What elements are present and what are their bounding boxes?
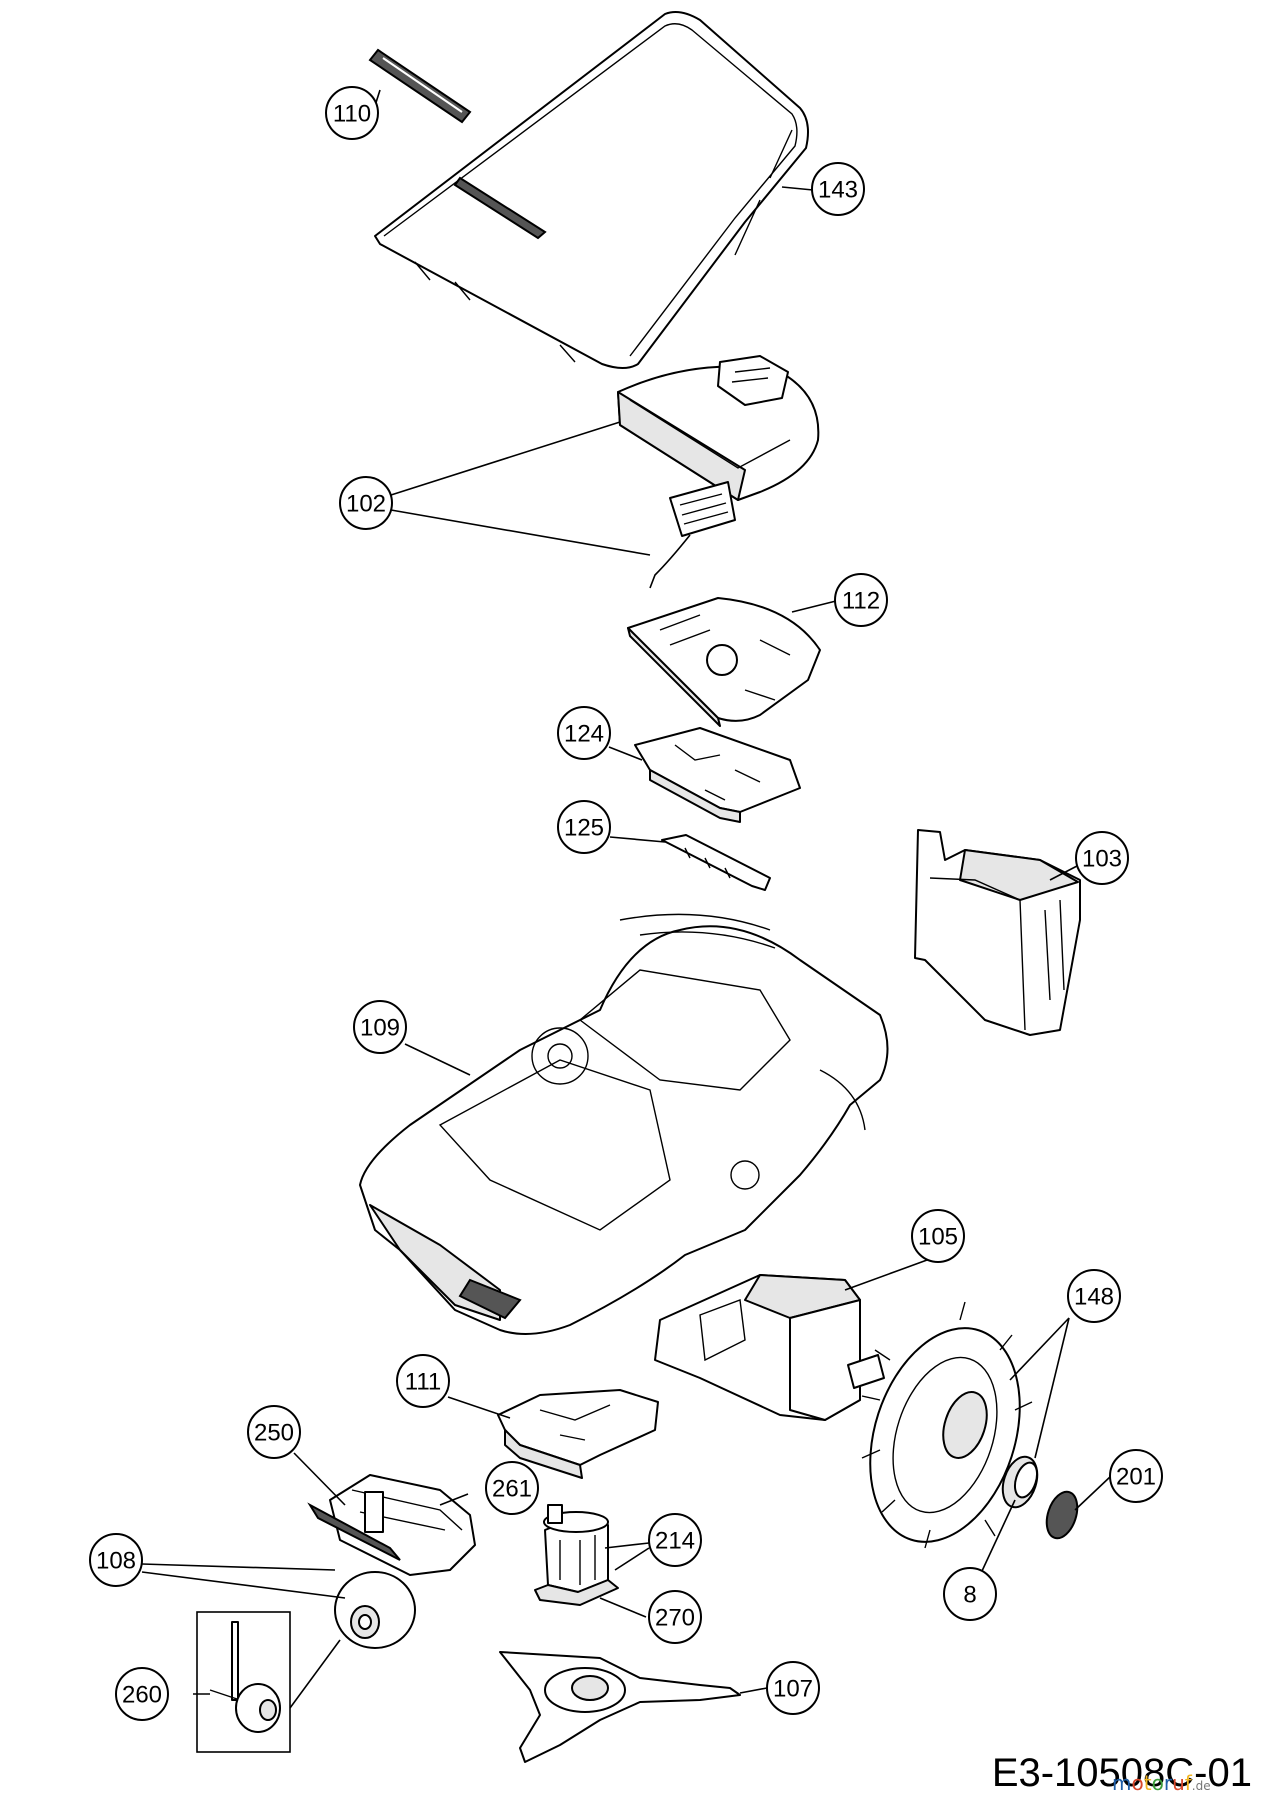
- callout-143: 143: [811, 162, 865, 216]
- callout-label-250: 250: [254, 1420, 294, 1447]
- callout-label-107: 107: [773, 1676, 813, 1703]
- callout-261: 261: [485, 1461, 539, 1515]
- watermark-letter: f: [1185, 1771, 1193, 1795]
- callout-label-8: 8: [963, 1582, 976, 1609]
- front-wheel-drawing: [334, 1571, 416, 1649]
- callout-102: 102: [339, 476, 393, 530]
- front-bracket-drawing: [497, 1389, 659, 1479]
- diagram-code: E3-10508C-01: [992, 1751, 1252, 1795]
- callout-label-270: 270: [655, 1605, 695, 1632]
- top-cover-drawing: [374, 11, 809, 369]
- callout-label-103: 103: [1082, 846, 1122, 873]
- drive-motor-drawing: [654, 1274, 885, 1421]
- battery-box-drawing: [914, 829, 1081, 1036]
- callout-105: 105: [911, 1209, 965, 1263]
- watermark-letter: r: [1164, 1771, 1173, 1795]
- callout-148: 148: [1067, 1269, 1121, 1323]
- callout-label-124: 124: [564, 721, 604, 748]
- watermark-suffix: .de: [1192, 1779, 1211, 1793]
- callout-label-261: 261: [492, 1476, 532, 1503]
- callout-label-143: 143: [818, 177, 858, 204]
- pcb-holder-drawing: [634, 727, 801, 823]
- caster-assembly-drawing: [307, 1474, 476, 1576]
- main-pcb-drawing: [627, 597, 821, 727]
- callout-label-260: 260: [122, 1682, 162, 1709]
- callout-250: 250: [247, 1405, 301, 1459]
- callout-112: 112: [834, 573, 888, 627]
- callout-109: 109: [353, 1000, 407, 1054]
- callout-107: 107: [766, 1661, 820, 1715]
- control-panel-drawing: [617, 355, 820, 589]
- cutting-blade-drawing: [499, 1651, 741, 1763]
- callout-108: 108: [89, 1533, 143, 1587]
- small-bracket-drawing: [661, 834, 771, 891]
- blade-motor-drawing: [534, 1504, 619, 1606]
- wheel-hub-drawing: [1001, 1455, 1039, 1509]
- callout-270: 270: [648, 1590, 702, 1644]
- callout-label-110: 110: [333, 101, 371, 128]
- chassis-body-drawing: [359, 913, 889, 1335]
- leader-lines: [141, 89, 1112, 1709]
- callout-8: 8: [943, 1567, 997, 1621]
- callout-125: 125: [557, 800, 611, 854]
- callout-label-111: 111: [405, 1369, 441, 1396]
- callout-label-125: 125: [564, 815, 604, 842]
- watermark-letter: o: [1152, 1771, 1164, 1795]
- callout-260: 260: [115, 1667, 169, 1721]
- robomow-decal-drawing: [368, 48, 472, 124]
- callout-111: 111: [396, 1354, 450, 1408]
- callout-label-201: 201: [1116, 1464, 1156, 1491]
- callout-label-102: 102: [346, 491, 386, 518]
- drive-wheel-drawing: [861, 1301, 1033, 1549]
- watermark-letter: o: [1131, 1771, 1143, 1795]
- watermark-text: motoruf.de: [1112, 1771, 1211, 1795]
- callout-214: 214: [648, 1513, 702, 1567]
- callout-label-112: 112: [842, 588, 880, 615]
- callout-label-214: 214: [655, 1528, 695, 1555]
- callout-124: 124: [557, 706, 611, 760]
- callout-103: 103: [1075, 831, 1129, 885]
- watermark-letter: m: [1112, 1771, 1131, 1795]
- callout-label-105: 105: [918, 1224, 958, 1251]
- caster-wheel-kit-drawing: [196, 1611, 291, 1753]
- hub-cap-drawing: [1045, 1490, 1079, 1540]
- callout-label-109: 109: [360, 1015, 400, 1042]
- watermark-letter: u: [1172, 1771, 1185, 1795]
- callout-label-148: 148: [1074, 1284, 1114, 1311]
- watermark-letter: t: [1144, 1771, 1152, 1795]
- callout-201: 201: [1109, 1449, 1163, 1503]
- callout-110: 110: [325, 86, 379, 140]
- callout-label-108: 108: [96, 1548, 136, 1575]
- watermark: motoruf.de: [1112, 1771, 1211, 1795]
